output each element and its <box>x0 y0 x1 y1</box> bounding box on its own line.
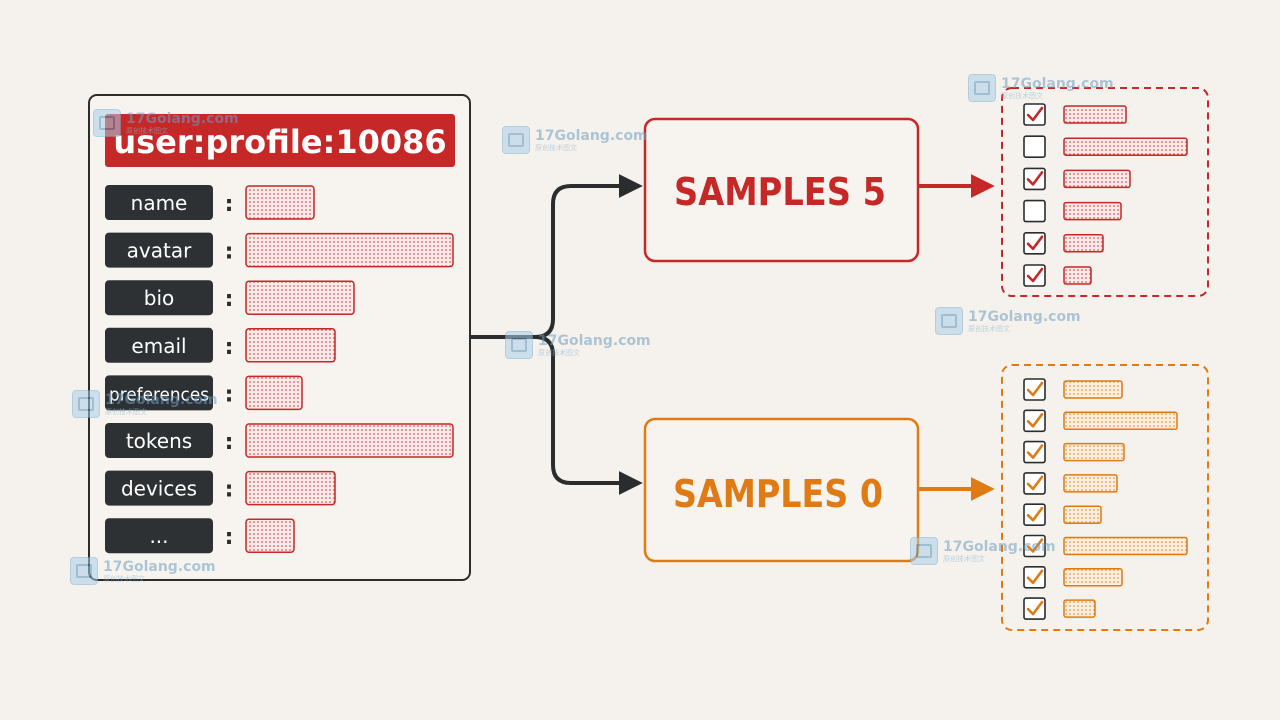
field-list: name:avatar:bio:email:preferences:tokens… <box>105 185 454 554</box>
field-separator: : <box>225 525 234 550</box>
field-key-pill <box>105 280 213 316</box>
field-separator: : <box>225 287 234 312</box>
sample-value-bar <box>1063 234 1104 253</box>
field-key-pill <box>105 518 213 554</box>
field-separator: : <box>225 335 234 360</box>
field-separator: : <box>225 240 234 265</box>
field-row: avatar: <box>105 232 454 268</box>
field-separator: : <box>225 430 234 455</box>
samples-0-box: SAMPLES 0 <box>643 417 920 563</box>
sample-item <box>1023 199 1122 223</box>
check-mark-icon <box>1026 381 1044 397</box>
profile-panel: user:profile:10086 name:avatar:bio:email… <box>88 94 471 581</box>
sample-value-bar <box>1063 105 1127 124</box>
field-key: avatar <box>127 239 192 263</box>
check-mark-icon <box>1026 600 1044 616</box>
sample-item <box>1023 472 1118 495</box>
sample-value-bar <box>1063 380 1123 399</box>
field-key-pill <box>105 470 213 506</box>
check-mark-icon <box>1026 413 1044 428</box>
field-key-pill <box>105 327 213 363</box>
sample-item <box>1023 503 1102 527</box>
sample-value-bar <box>1063 137 1188 156</box>
sample-item <box>1023 232 1104 255</box>
field-key-pill <box>105 232 213 268</box>
field-key: bio <box>144 286 175 310</box>
field-key: name <box>131 191 188 215</box>
check-mark-icon <box>1026 569 1044 585</box>
field-key: tokens <box>126 429 192 453</box>
field-value-bar <box>245 185 315 220</box>
check-mark-icon <box>1026 538 1044 553</box>
sample-value-bar <box>1063 505 1102 524</box>
sample-value-bar <box>1063 568 1123 587</box>
sample-item <box>1023 565 1123 589</box>
sample-item <box>1023 409 1178 433</box>
branch-connector <box>470 174 643 495</box>
samples-0-label: SAMPLES 0 <box>673 472 883 516</box>
sample-value-bar <box>1063 474 1118 493</box>
field-key-pill <box>105 375 213 411</box>
field-separator: : <box>225 382 234 407</box>
check-mark-icon <box>1026 267 1044 283</box>
field-separator: : <box>225 192 234 217</box>
field-row: ...: <box>105 518 295 554</box>
samples-5-results <box>1001 87 1209 297</box>
field-row: devices: <box>105 470 336 506</box>
field-key-pill <box>105 185 213 220</box>
checkbox-empty-icon <box>1023 199 1046 223</box>
field-value-bar <box>245 232 454 268</box>
check-mark-icon <box>1026 444 1044 459</box>
field-value-bar <box>245 328 336 363</box>
sample-value-bar <box>1063 201 1122 221</box>
sample-value-bar <box>1063 442 1125 462</box>
field-row: preferences: <box>105 375 303 411</box>
field-value-bar <box>245 423 454 458</box>
sample-value-bar <box>1063 599 1096 618</box>
field-row: bio: <box>105 280 355 316</box>
sample-value-bar <box>1063 536 1188 556</box>
field-value-bar <box>245 470 336 506</box>
sample-value-bar <box>1063 411 1178 431</box>
samples-5-box: SAMPLES 5 <box>643 117 920 263</box>
check-mark-icon <box>1026 506 1044 522</box>
sample-item <box>1023 135 1188 158</box>
field-value-bar <box>245 518 295 553</box>
profile-title-bar: user:profile:10086 <box>105 114 455 167</box>
sample-item <box>1023 597 1096 620</box>
field-value-bar <box>245 280 355 315</box>
profile-title: user:profile:10086 <box>113 123 446 161</box>
sample-item <box>1023 378 1123 401</box>
sample-item <box>1023 103 1127 126</box>
field-row: email: <box>105 327 336 363</box>
field-key: email <box>131 334 186 358</box>
field-value-bar <box>245 375 303 411</box>
sample-item <box>1023 440 1125 464</box>
check-mark-icon <box>1026 475 1044 491</box>
sample-value-bar <box>1063 266 1092 285</box>
field-key: devices <box>121 477 197 501</box>
field-separator: : <box>225 478 234 503</box>
field-row: name: <box>105 185 315 220</box>
check-mark-icon <box>1026 235 1044 251</box>
samples-5-label: SAMPLES 5 <box>674 170 886 214</box>
check-mark-icon <box>1026 171 1044 186</box>
sample-item <box>1023 534 1188 558</box>
sample-item <box>1023 167 1131 191</box>
field-key: preferences <box>109 384 209 405</box>
field-key: ... <box>149 524 168 548</box>
field-key-pill <box>105 423 213 458</box>
checkbox-empty-icon <box>1023 135 1046 158</box>
check-mark-icon <box>1026 106 1044 122</box>
samples-0-results <box>1001 364 1209 631</box>
field-row: tokens: <box>105 423 454 458</box>
sample-value-bar <box>1063 169 1131 189</box>
sample-item <box>1023 264 1092 287</box>
